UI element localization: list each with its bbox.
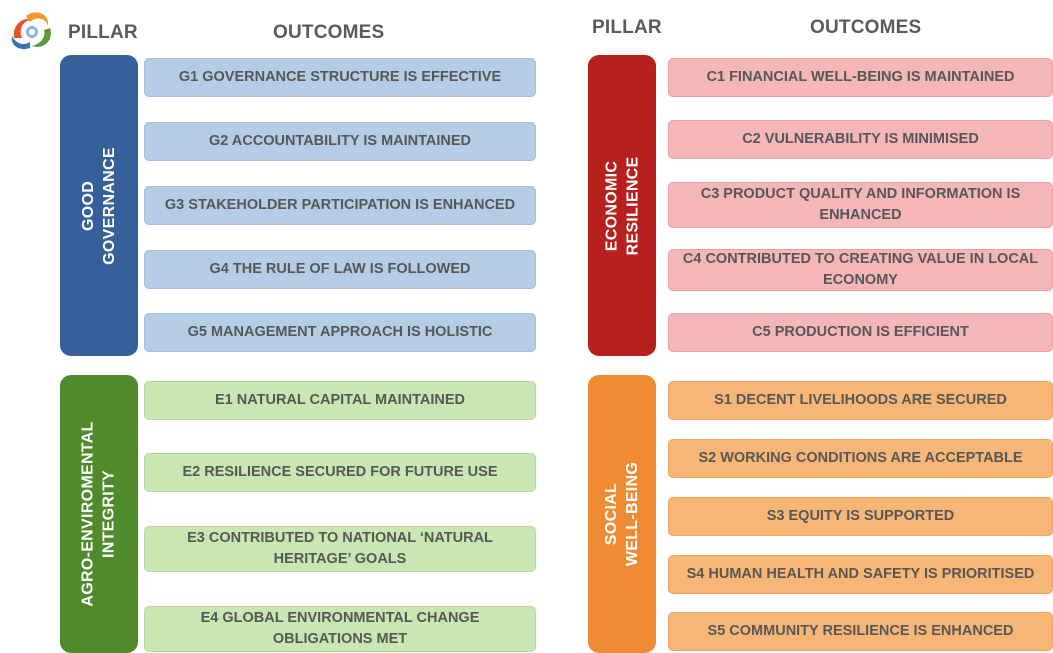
- pillar-economic: ECONOMIC RESILIENCE: [588, 55, 656, 356]
- outcome-s3: S3 EQUITY IS SUPPORTED: [668, 497, 1053, 536]
- pillar-label-governance: GOOD GOVERNANCE: [80, 146, 118, 265]
- outcome-g1: G1 GOVERNANCE STRUCTURE IS EFFECTIVE: [144, 58, 536, 97]
- outcome-c5: C5 PRODUCTION IS EFFICIENT: [668, 313, 1053, 352]
- pillar-environmental: AGRO-ENVIROMENTAL INTEGRITY: [60, 375, 138, 653]
- outcome-c4: C4 CONTRIBUTED TO CREATING VALUE IN LOCA…: [668, 249, 1053, 291]
- pillar-social: SOCIAL WELL-BEING: [588, 375, 656, 653]
- outcome-g3: G3 STAKEHOLDER PARTICIPATION IS ENHANCED: [144, 186, 536, 225]
- outcomes-header-right: OUTCOMES: [810, 17, 922, 38]
- outcomes-header-left: OUTCOMES: [273, 22, 385, 43]
- outcome-e3: E3 CONTRIBUTED TO NATIONAL ‘NATURAL HERI…: [144, 526, 536, 572]
- pillar-governance: GOOD GOVERNANCE: [60, 55, 138, 356]
- pillar-label-environmental: AGRO-ENVIROMENTAL INTEGRITY: [80, 421, 118, 607]
- outcome-s4: S4 HUMAN HEALTH AND SAFETY IS PRIORITISE…: [668, 555, 1053, 594]
- outcome-c1: C1 FINANCIAL WELL-BEING IS MAINTAINED: [668, 58, 1053, 97]
- outcome-g2: G2 ACCOUNTABILITY IS MAINTAINED: [144, 122, 536, 161]
- outcome-g4: G4 THE RULE OF LAW IS FOLLOWED: [144, 250, 536, 289]
- pillar-label-social: SOCIAL WELL-BEING: [603, 461, 642, 567]
- outcome-g5: G5 MANAGEMENT APPROACH IS HOLISTIC: [144, 313, 536, 352]
- outcome-e1: E1 NATURAL CAPITAL MAINTAINED: [144, 381, 536, 420]
- pillar-label-economic: ECONOMIC RESILIENCE: [603, 155, 642, 256]
- pillar-header-left: PILLAR: [68, 22, 138, 43]
- outcome-e2: E2 RESILIENCE SECURED FOR FUTURE USE: [144, 453, 536, 492]
- outcome-s5: S5 COMMUNITY RESILIENCE IS ENHANCED: [668, 612, 1053, 651]
- pillar-header-right: PILLAR: [592, 17, 662, 38]
- outcome-e4: E4 GLOBAL ENVIRONMENTAL CHANGE OBLIGATIO…: [144, 606, 536, 652]
- logo-icon: [11, 12, 51, 50]
- outcome-c3: C3 PRODUCT QUALITY AND INFORMATION IS EN…: [668, 182, 1053, 228]
- outcome-c2: C2 VULNERABILITY IS MINIMISED: [668, 120, 1053, 159]
- outcome-s2: S2 WORKING CONDITIONS ARE ACCEPTABLE: [668, 439, 1053, 478]
- outcome-s1: S1 DECENT LIVELIHOODS ARE SECURED: [668, 381, 1053, 420]
